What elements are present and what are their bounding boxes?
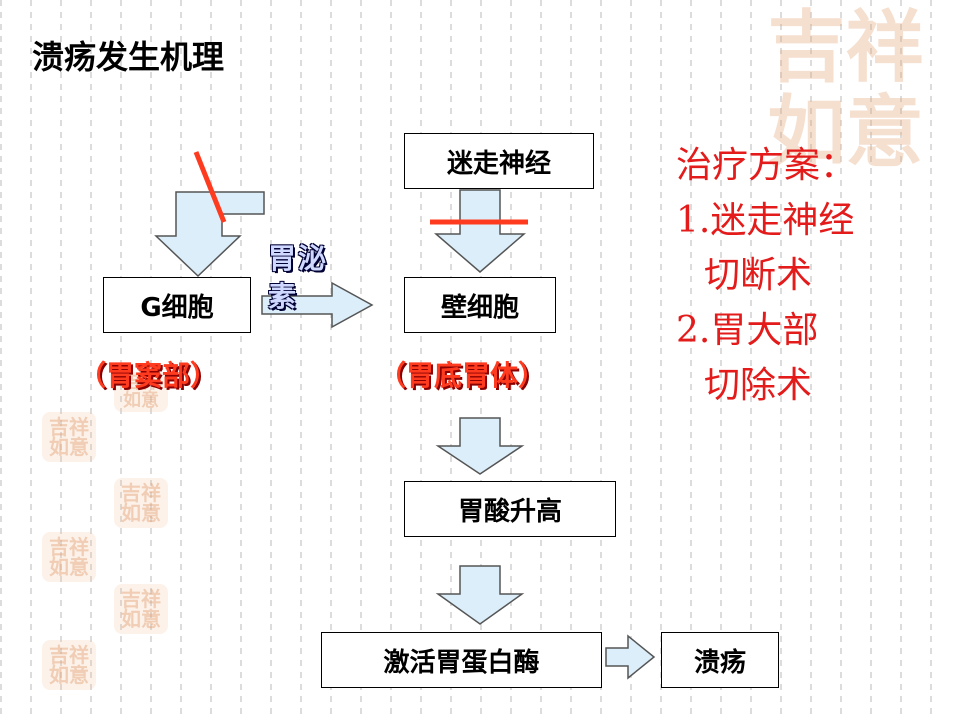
watermark-seal: 吉祥如意 [42, 640, 96, 690]
bent-arrow-to-g-cell [154, 191, 265, 278]
treatment-line-3: 2.胃大部 [676, 310, 819, 351]
watermark-text: 吉祥如意 [121, 587, 161, 631]
watermark-text: 吉祥如意 [123, 372, 159, 411]
inhibit-mark-g-cell [193, 151, 227, 223]
ulcer-label: 溃疡 [693, 647, 746, 678]
treatment-plan: 治疗方案： 1.迷走神经 切断术 2.胃大部 切除术 [676, 138, 856, 413]
g-cell-location-label: （胃窦部） [78, 359, 219, 392]
arrow-parietal-to-acid [435, 417, 525, 475]
g-cell-box: G细胞 [103, 277, 251, 333]
watermark-text: 吉祥如意 [49, 535, 89, 579]
parietal-cell-label: 壁细胞 [440, 292, 519, 323]
watermark-seal: 吉祥如意 [114, 478, 168, 528]
g-cell-label: G细胞 [140, 292, 214, 323]
acid-rise-box: 胃酸升高 [404, 481, 616, 537]
arrow-vagus-to-parietal [433, 189, 527, 273]
treatment-line-4: 切除术 [704, 365, 813, 406]
treatment-line-2: 切断术 [704, 255, 813, 296]
watermark-seal: 吉祥如意 [42, 532, 96, 582]
treatment-heading: 治疗方案： [676, 145, 857, 186]
arrow-acid-to-pepsin [435, 565, 525, 625]
vagus-nerve-label: 迷走神经 [446, 148, 551, 179]
parietal-location-label: （胃底胃体） [378, 359, 547, 392]
watermark-seal-large: 吉祥如意 [738, 0, 953, 180]
parietal-cell-box: 壁细胞 [404, 277, 556, 333]
page-title: 溃疡发生机理 [32, 38, 225, 76]
watermark-text: 吉祥如意 [767, 2, 924, 178]
arrow-pepsin-to-ulcer [605, 634, 656, 680]
watermark-seal: 吉祥如意 [114, 372, 168, 412]
vagus-nerve-box: 迷走神经 [404, 133, 594, 189]
watermark-seal: 吉祥如意 [42, 412, 96, 462]
gastrin-label: 胃泌素 [268, 242, 329, 313]
acid-rise-label: 胃酸升高 [457, 496, 562, 527]
watermark-seal: 吉祥如意 [114, 584, 168, 634]
treatment-line-1: 1.迷走神经 [676, 200, 855, 241]
watermark-text: 吉祥如意 [49, 415, 89, 459]
arrow-gastrin-to-parietal [261, 281, 374, 329]
pepsin-activation-label: 激活胃蛋白酶 [383, 647, 540, 678]
watermark-text: 吉祥如意 [121, 481, 161, 525]
watermark-text: 吉祥如意 [49, 643, 89, 687]
pepsin-activation-box: 激活胃蛋白酶 [321, 632, 602, 688]
ulcer-box: 溃疡 [661, 632, 779, 688]
